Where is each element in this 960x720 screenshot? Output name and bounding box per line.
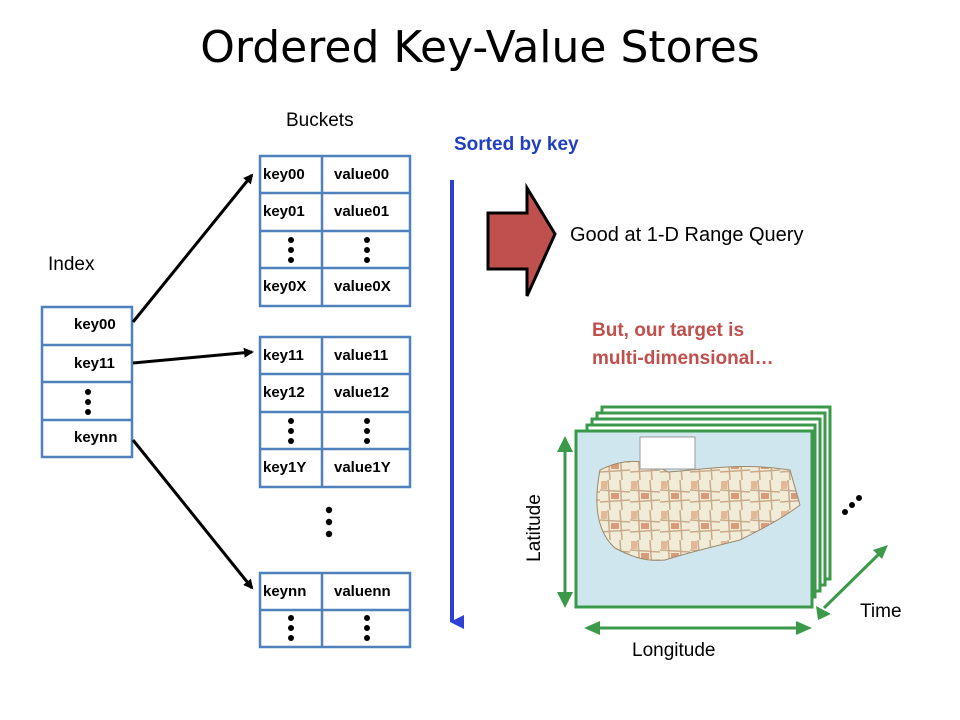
index-item: key00 [74, 316, 116, 333]
bucket-value: value00 [334, 166, 390, 183]
bucket-value: value12 [334, 384, 390, 401]
index-label: Index [48, 254, 95, 275]
bucket-key: key00 [263, 166, 305, 183]
range-query-label: Good at 1-D Range Query [570, 224, 804, 246]
buckets-label: Buckets [286, 110, 354, 131]
index-item: key11 [74, 355, 115, 372]
block-arrow [486, 182, 557, 297]
bucket-value: value11 [334, 347, 389, 364]
bucket-2 [258, 335, 412, 489]
bucket-value: value1Y [334, 459, 391, 476]
target-note-line2: multi-dimensional… [592, 348, 774, 369]
bucket-value: value0X [334, 278, 391, 295]
buckets-ellipsis [325, 506, 333, 538]
bucket-key: key12 [263, 384, 305, 401]
bucket-key: key1Y [263, 459, 307, 476]
target-note-line1: But, our target is [592, 320, 745, 341]
bucket-key: key0X [263, 278, 307, 295]
map-stack [574, 405, 832, 609]
index-ellipsis [85, 389, 91, 415]
bucket-3 [258, 571, 412, 649]
bucket-1 [258, 154, 412, 308]
index-column [40, 305, 134, 459]
sorted-by-key-label: Sorted by key [454, 134, 579, 155]
time-axis [822, 551, 882, 610]
bucket-key: keynn [263, 583, 307, 600]
index-item: keynn [74, 429, 118, 446]
arrow-index-to-bucket-1 [131, 173, 254, 323]
bucket-key: key01 [263, 203, 305, 220]
latitude-label: Latitude [524, 494, 545, 562]
page-title: Ordered Key-Value Stores [200, 22, 760, 73]
arrow-index-to-bucket-3 [131, 439, 254, 590]
bucket-value: valuenn [334, 583, 391, 600]
time-ellipsis [842, 495, 862, 515]
time-label: Time [860, 601, 902, 622]
bucket-key: key11 [263, 347, 304, 364]
arrow-index-to-bucket-2 [132, 347, 254, 365]
longitude-label: Longitude [632, 640, 716, 661]
bucket-value: value01 [334, 203, 390, 220]
